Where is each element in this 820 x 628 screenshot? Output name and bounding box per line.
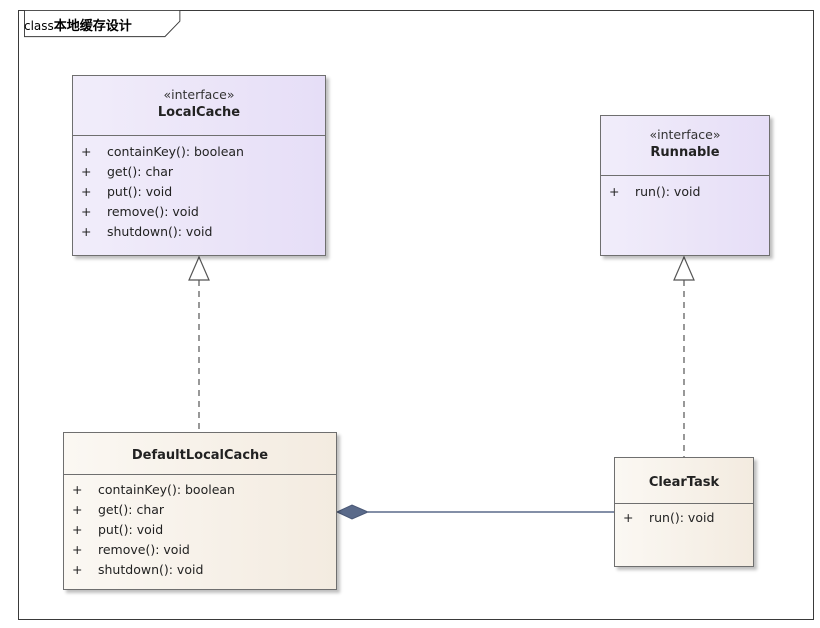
class-localcache-name: LocalCache: [157, 105, 241, 120]
visibility-marker: +: [81, 204, 92, 219]
class-cleartask-operations: + run(): void: [615, 504, 753, 528]
composition-diamond: [335, 504, 370, 520]
realization-arrowhead-localcache: [188, 255, 210, 281]
class-defaultlocalcache-operations: + containKey(): boolean + get(): char + put…: [64, 475, 336, 580]
class-cleartask-name: ClearTask: [648, 475, 720, 490]
operation-row[interactable]: + remove(): void: [73, 202, 325, 222]
operation-row[interactable]: + put(): void: [64, 520, 336, 540]
operation-row[interactable]: + run(): void: [615, 508, 753, 528]
diagram-frame: [18, 10, 814, 620]
operation-row[interactable]: + shutdown(): void: [73, 222, 325, 242]
operation-row[interactable]: + get(): char: [64, 500, 336, 520]
operation-signature: get(): char: [98, 502, 165, 517]
operation-signature: run(): void: [649, 510, 715, 525]
class-cleartask-header: ClearTask: [615, 458, 753, 504]
class-runnable-header: «interface» Runnable: [601, 116, 769, 176]
class-localcache-operations: + containKey(): boolean + get(): char + put…: [73, 136, 325, 242]
visibility-marker: +: [81, 144, 92, 159]
operation-signature: remove(): void: [107, 204, 199, 219]
class-runnable[interactable]: «interface» Runnable + run(): void: [600, 115, 770, 256]
visibility-marker: +: [72, 502, 83, 517]
visibility-marker: +: [81, 224, 92, 239]
visibility-marker: +: [72, 542, 83, 557]
class-defaultlocalcache-header: DefaultLocalCache: [64, 433, 336, 475]
frame-title: class本地缓存设计: [24, 15, 132, 34]
operation-signature: put(): void: [98, 522, 164, 537]
operation-signature: put(): void: [107, 184, 173, 199]
operation-signature: containKey(): boolean: [98, 482, 235, 497]
operation-signature: shutdown(): void: [107, 224, 213, 239]
operation-row[interactable]: + containKey(): boolean: [73, 142, 325, 162]
class-localcache[interactable]: «interface» LocalCache + containKey(): bo…: [72, 75, 326, 256]
operation-row[interactable]: + remove(): void: [64, 540, 336, 560]
frame-keyword: class: [24, 19, 54, 33]
class-runnable-name: Runnable: [650, 145, 720, 160]
class-runnable-stereotype: «interface»: [649, 127, 721, 142]
operation-signature: containKey(): boolean: [107, 144, 244, 159]
operation-row[interactable]: + containKey(): boolean: [64, 480, 336, 500]
visibility-marker: +: [72, 522, 83, 537]
class-localcache-header: «interface» LocalCache: [73, 76, 325, 136]
realization-arrowhead-runnable: [673, 255, 695, 281]
class-localcache-stereotype: «interface»: [163, 87, 235, 102]
class-runnable-operations: + run(): void: [601, 176, 769, 202]
class-cleartask[interactable]: ClearTask + run(): void: [614, 457, 754, 567]
visibility-marker: +: [623, 510, 634, 525]
operation-row[interactable]: + run(): void: [601, 182, 769, 202]
operation-row[interactable]: + put(): void: [73, 182, 325, 202]
frame-tab: [24, 10, 181, 38]
operation-signature: get(): char: [107, 164, 174, 179]
operation-signature: shutdown(): void: [98, 562, 204, 577]
operation-row[interactable]: + get(): char: [73, 162, 325, 182]
visibility-marker: +: [81, 164, 92, 179]
visibility-marker: +: [72, 562, 83, 577]
operation-signature: remove(): void: [98, 542, 190, 557]
operation-row[interactable]: + shutdown(): void: [64, 560, 336, 580]
visibility-marker: +: [609, 184, 620, 199]
class-defaultlocalcache[interactable]: DefaultLocalCache + containKey(): boolean…: [63, 432, 337, 590]
operation-signature: run(): void: [635, 184, 701, 199]
visibility-marker: +: [72, 482, 83, 497]
frame-name: 本地缓存设计: [53, 19, 132, 34]
class-defaultlocalcache-name: DefaultLocalCache: [131, 448, 269, 463]
visibility-marker: +: [81, 184, 92, 199]
